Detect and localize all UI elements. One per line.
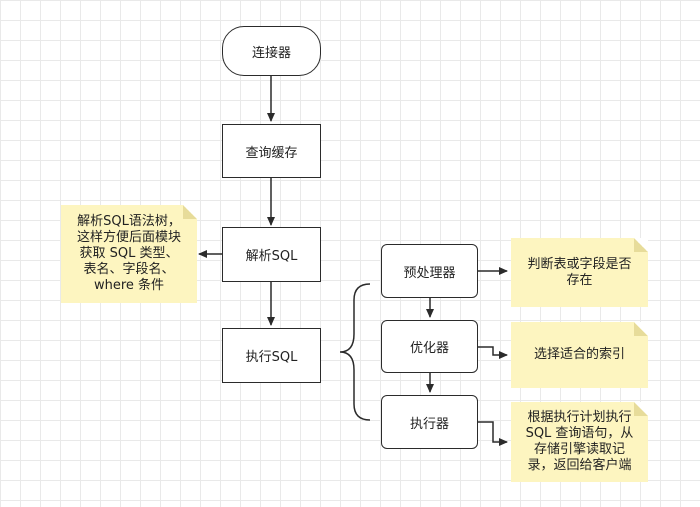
connector-node[interactable]: 连接器 <box>222 26 321 76</box>
executor-note-text: 根据执行计划执行 SQL 查询语句，从 存储引擎读取记 录，返回给客户端 <box>525 410 634 473</box>
optimizer-note-text: 选择适合的索引 <box>533 347 625 362</box>
preprocessor-note: 判断表或字段是否 存在 <box>511 238 648 307</box>
query-cache-node[interactable]: 查询缓存 <box>222 124 321 178</box>
execute-sql-label: 执行SQL <box>245 350 298 365</box>
parse-sql-label: 解析SQL <box>245 249 298 264</box>
executor-note: 根据执行计划执行 SQL 查询语句，从 存储引擎读取记 录，返回给客户端 <box>511 402 648 482</box>
query-cache-label: 查询缓存 <box>245 145 298 161</box>
parse-sql-note: 解析SQL语法树， 这样方便后面模块 获取 SQL 类型、 表名、字段名、 wh… <box>61 205 197 303</box>
optimizer-label: 优化器 <box>409 341 449 356</box>
execute-sql-node[interactable]: 执行SQL <box>222 328 321 383</box>
preprocessor-note-text: 判断表或字段是否 存在 <box>527 256 632 288</box>
arrow-exec-to-note <box>478 421 508 446</box>
optimizer-node[interactable]: 优化器 <box>381 320 478 373</box>
connector-label: 连接器 <box>251 45 291 61</box>
parse-sql-node[interactable]: 解析SQL <box>222 227 321 282</box>
preprocessor-label: 预处理器 <box>403 265 456 281</box>
executor-node[interactable]: 执行器 <box>381 395 478 449</box>
parse-sql-note-text: 解析SQL语法树， 这样方便后面模块 获取 SQL 类型、 表名、字段名、 wh… <box>76 214 181 293</box>
curly-brace <box>339 283 371 421</box>
preprocessor-node[interactable]: 预处理器 <box>381 244 478 298</box>
optimizer-note: 选择适合的索引 <box>511 322 648 388</box>
executor-label: 执行器 <box>409 416 449 432</box>
arrow-opt-to-note <box>478 346 508 359</box>
